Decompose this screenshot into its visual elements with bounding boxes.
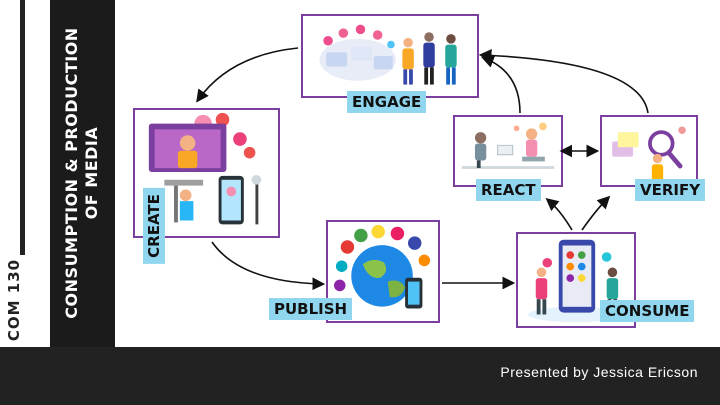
verify-box	[600, 115, 698, 187]
bottom-bar: Presented by Jessica Ericson	[0, 347, 720, 405]
verify-label: VERIFY	[635, 179, 706, 201]
arrow-verify-to-engage	[478, 49, 649, 114]
left-rule	[20, 0, 25, 255]
consume-box	[516, 232, 636, 328]
slide-title-line-1: CONSUMPTION & PRODUCTION	[62, 27, 81, 319]
course-code-text: COM 130	[5, 258, 23, 342]
engage-illustration	[319, 24, 457, 85]
engage-box	[301, 14, 479, 98]
title-panel	[50, 0, 115, 347]
create-illustration	[148, 112, 262, 225]
react-illustration	[461, 122, 555, 169]
create-label-text: CREATE	[143, 188, 165, 264]
arrow-react-to-engage	[481, 55, 521, 114]
engage-label: ENGAGE	[347, 91, 427, 113]
presenter-credit: Presented by Jessica Ericson	[500, 364, 698, 380]
publish-box	[326, 220, 440, 323]
publish-illustration	[333, 224, 431, 309]
consume-label: CONSUME	[600, 300, 695, 322]
arrow-engage-to-create	[196, 47, 299, 103]
arrow-consume-to-verify	[581, 195, 611, 231]
publish-label: PUBLISH	[269, 298, 353, 320]
verify-illustration	[612, 126, 686, 182]
consume-illustration	[528, 239, 624, 323]
arrow-consume-to-react	[545, 197, 573, 231]
react-box	[453, 115, 563, 187]
react-label: REACT	[476, 179, 541, 201]
slide-title-line-2: OF MEDIA	[82, 126, 101, 220]
arrow-create-to-publish	[211, 241, 326, 291]
